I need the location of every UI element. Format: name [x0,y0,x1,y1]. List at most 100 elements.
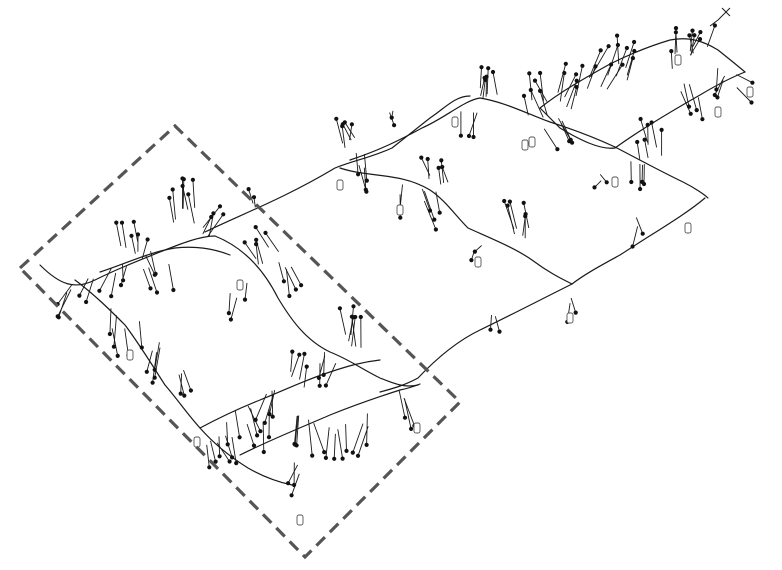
service-node [749,100,754,105]
main-pipe-left-top [39,235,419,387]
service-drop-line [575,65,583,97]
service-drop-line [539,72,544,101]
service-drop-line [570,86,578,110]
service-drop-line [337,429,344,459]
service-drop-line [291,354,300,377]
service-node [213,459,218,464]
service-drop-line [131,235,136,254]
service-node [750,80,755,85]
service-node [673,30,679,35]
service-node [207,465,212,470]
service-node [570,140,575,145]
main-pipe-left-inner [74,279,201,429]
service-node [402,415,408,420]
service-drop-line [404,398,412,429]
service-drop-line [358,164,367,192]
service-node [712,23,718,28]
service-node [297,352,302,357]
service-node [688,111,693,116]
service-drop-line [58,292,68,318]
service-node [484,74,489,79]
service-node [715,95,720,100]
service-node [209,214,214,220]
service-drop-line [697,97,703,120]
service-drop-line [490,314,492,330]
service-drop-line [670,51,673,69]
service-node [502,198,507,204]
service-node [609,62,614,67]
service-node [436,165,441,170]
service-node [340,456,345,461]
service-drop-line [675,32,678,53]
service-node [640,179,645,184]
service-drop-line [342,123,352,141]
service-drop-line [187,194,195,224]
service-drop-line [588,50,602,78]
service-node [638,186,643,192]
service-node [121,278,126,283]
service-node [425,156,430,162]
main-pipe-left-upper-inner [99,246,231,273]
valve-symbols [126,54,754,526]
service-drop-line [231,437,237,464]
service-drop-line [688,84,698,111]
service-drop-line [335,118,344,144]
service-drop-line [299,353,305,380]
service-drop-line [278,262,285,282]
service-node [304,364,309,369]
service-node [292,482,297,488]
main-pipe-middle-top [349,97,616,161]
service-drop-line [423,200,437,230]
service-nodes [55,23,755,498]
service-node [109,294,114,299]
service-node [563,61,568,66]
service-node [270,414,275,419]
service-node [115,353,120,358]
service-drop-line [632,226,639,247]
service-drop-line [482,79,486,99]
service-node [700,117,705,122]
valve-icon [746,86,754,98]
main-pipe-middle-left [339,167,573,285]
service-node [624,45,630,51]
service-drop-line [234,410,241,438]
service-drop-line [244,242,257,260]
service-drop-line [736,87,752,103]
service-node [145,237,150,242]
service-drop-line [509,201,518,229]
service-drop-line [230,297,238,320]
service-drop-line [133,221,139,242]
service-node [507,199,512,204]
valve-icon [674,54,682,66]
service-node [593,64,598,69]
service-drop-line [352,423,364,453]
service-drop-line [486,68,489,95]
service-drop-line [559,72,565,102]
service-drop-line [640,118,648,143]
service-drop-line [427,158,430,179]
service-node [302,351,307,356]
service-node [294,443,299,448]
service-node [144,369,149,374]
north-arrow-icon [709,7,731,27]
service-node [458,133,463,138]
service-drop-line [285,269,290,297]
service-drop-line [494,316,500,332]
service-drop-line [341,126,346,148]
main-pipe-middle-right [614,146,709,199]
service-node [351,304,356,309]
service-node [645,122,650,127]
service-node [488,327,493,332]
service-drop-line [325,427,330,458]
valve-icon [451,116,459,128]
service-drop-line [543,128,558,150]
service-drop-line [325,363,337,386]
service-drop-line [363,167,367,190]
service-node [337,306,342,311]
service-node [253,417,258,422]
service-drop-line [626,57,634,81]
service-drop-line [206,444,210,468]
service-node [56,315,61,320]
service-node [355,453,361,458]
service-drop-line [690,35,695,56]
